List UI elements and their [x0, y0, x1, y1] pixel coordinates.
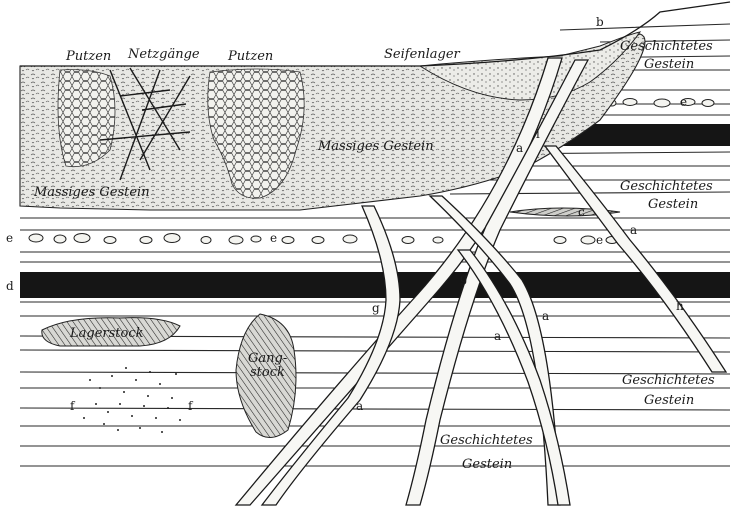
letter-e-mid2: e	[596, 233, 603, 247]
letter-c: c	[578, 205, 585, 219]
label-seifenlager: Seifenlager	[384, 47, 461, 62]
label-geschichtetes-r-2: Gestein	[648, 197, 698, 212]
letter-d: d	[6, 279, 14, 293]
label-geschichtetes-bc-1: Geschichtetes	[440, 433, 533, 448]
letter-a3: a	[542, 309, 549, 323]
letter-a4: a	[494, 329, 501, 343]
letter-b: b	[596, 15, 604, 29]
pebble-layer-e	[29, 234, 618, 245]
putzen-left	[58, 70, 115, 167]
letter-g1: g	[372, 301, 380, 315]
letter-a1: a	[516, 141, 523, 155]
letter-f-left: f	[70, 399, 76, 413]
letter-h: h	[676, 299, 684, 313]
label-gangstock-1: Gang-	[248, 351, 287, 366]
stipple-f	[83, 367, 181, 433]
coal-seam-d	[20, 272, 730, 298]
label-geschichtetes-bc-2: Gestein	[462, 457, 512, 472]
letter-g2: g	[460, 271, 468, 285]
letter-e-left: e	[6, 231, 13, 245]
label-gangstock-2: stock	[250, 365, 285, 380]
letter-f-right: f	[188, 399, 194, 413]
label-lagerstock: Lagerstock	[69, 326, 144, 341]
label-massiges-top: Massiges Gestein	[317, 139, 434, 154]
letter-a2: a	[630, 223, 637, 237]
letter-a5: a	[356, 399, 363, 413]
label-netzgaenge: Netzgänge	[127, 47, 200, 62]
letter-l: l	[536, 127, 540, 141]
label-massiges-left: Massiges Gestein	[33, 185, 150, 200]
label-geschichtetes-tr-2: Gestein	[644, 57, 694, 72]
letter-e-right: e	[680, 95, 687, 109]
label-geschichtetes-lr-1: Geschichtetes	[622, 373, 715, 388]
label-putzen-left: Putzen	[65, 49, 111, 64]
letter-e-mid: e	[270, 231, 277, 245]
label-geschichtetes-tr-1: Geschichtetes	[620, 39, 713, 54]
label-putzen-right: Putzen	[227, 49, 273, 64]
label-geschichtetes-lr-2: Gestein	[644, 393, 694, 408]
label-geschichtetes-r-1: Geschichtetes	[620, 179, 713, 194]
